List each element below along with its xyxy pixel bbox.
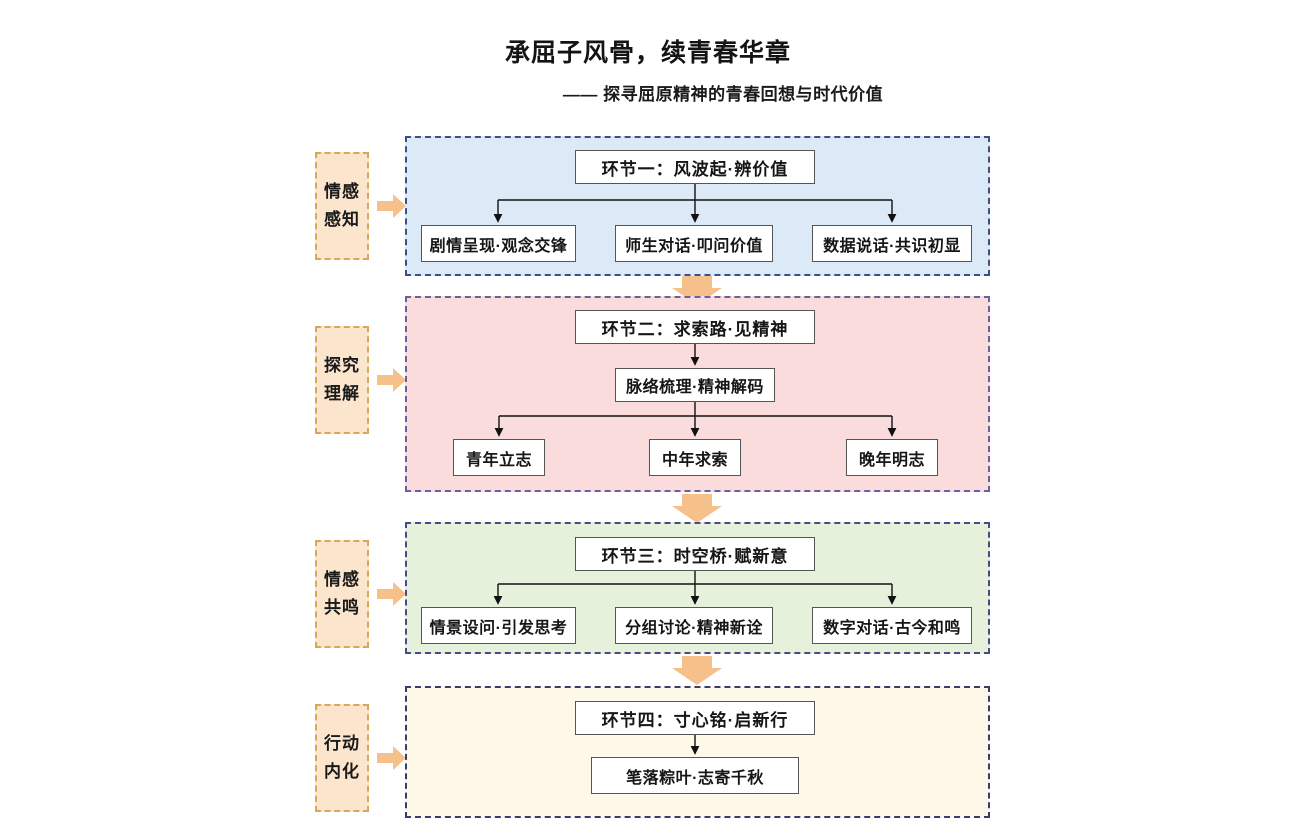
flow-arrow-3-4 [672,656,722,685]
node-stage-2-header[interactable]: 环节二：求索路·见精神 [575,310,815,344]
stage-label-3-line1: 情感 [324,570,360,589]
stage-label-1: 情感 感知 [315,152,369,260]
stage-label-4-line2: 内化 [324,762,360,781]
stage-label-2-line2: 理解 [324,384,360,403]
panel-stage-1: 环节一：风波起·辨价值 剧情呈现·观念交锋 师生对话·叩问价值 数据说话·共识初… [405,136,990,276]
subtitle-row: —— 探寻屈原精神的青春回想与时代价值 [0,80,1296,105]
stage-arrow-2 [377,368,406,392]
stage-label-3-line2: 共鸣 [324,598,360,617]
node-stage-1-header[interactable]: 环节一：风波起·辨价值 [575,150,815,184]
node-stage-2-child-2[interactable]: 晚年明志 [846,439,938,476]
node-stage-1-child-2[interactable]: 数据说话·共识初显 [812,225,972,262]
title-block: 承屈子风骨，续青春华章 —— 探寻屈原精神的青春回想与时代价值 [0,36,1296,105]
stage-arrow-1 [377,194,406,218]
node-stage-1-child-0[interactable]: 剧情呈现·观念交锋 [421,225,576,262]
node-stage-4-child-0[interactable]: 笔落粽叶·志寄千秋 [591,757,799,794]
node-stage-1-child-1[interactable]: 师生对话·叩问价值 [615,225,773,262]
panel-stage-4: 环节四：寸心铭·启新行 笔落粽叶·志寄千秋 [405,686,990,818]
panel-stage-2: 环节二：求索路·见精神 脉络梳理·精神解码 青年立志 中年求索 晚年明志 [405,296,990,492]
stage-label-4-line1: 行动 [324,734,360,753]
node-stage-3-child-2[interactable]: 数字对话·古今和鸣 [812,607,972,644]
stage-label-4: 行动 内化 [315,704,369,812]
node-stage-2-child-0[interactable]: 青年立志 [453,439,545,476]
connector-stage-4 [690,735,700,755]
connector-stage-1 [493,184,897,223]
stage-arrow-4 [377,746,406,770]
stage-label-2-line1: 探究 [324,356,360,375]
node-stage-3-child-0[interactable]: 情景设问·引发思考 [421,607,576,644]
connector-stage-3 [493,571,897,605]
page-title: 承屈子风骨，续青春华章 [504,39,791,67]
flow-arrow-2-3 [672,494,722,523]
node-stage-2-child-1[interactable]: 中年求索 [649,439,741,476]
node-stage-2-middle[interactable]: 脉络梳理·精神解码 [615,368,775,402]
page-subtitle: —— 探寻屈原精神的青春回想与时代价值 [562,85,884,104]
stage-arrow-3 [377,582,406,606]
stage-label-3: 情感 共鸣 [315,540,369,648]
stage-label-1-line2: 感知 [324,210,360,229]
stage-label-1-line1: 情感 [324,182,360,201]
node-stage-3-header[interactable]: 环节三：时空桥·赋新意 [575,537,815,571]
panel-stage-3: 环节三：时空桥·赋新意 情景设问·引发思考 分组讨论·精神新诠 数字对话·古今和… [405,522,990,654]
node-stage-4-header[interactable]: 环节四：寸心铭·启新行 [575,701,815,735]
stage-label-2: 探究 理解 [315,326,369,434]
connector-stage-2 [494,344,897,437]
node-stage-3-child-1[interactable]: 分组讨论·精神新诠 [615,607,773,644]
